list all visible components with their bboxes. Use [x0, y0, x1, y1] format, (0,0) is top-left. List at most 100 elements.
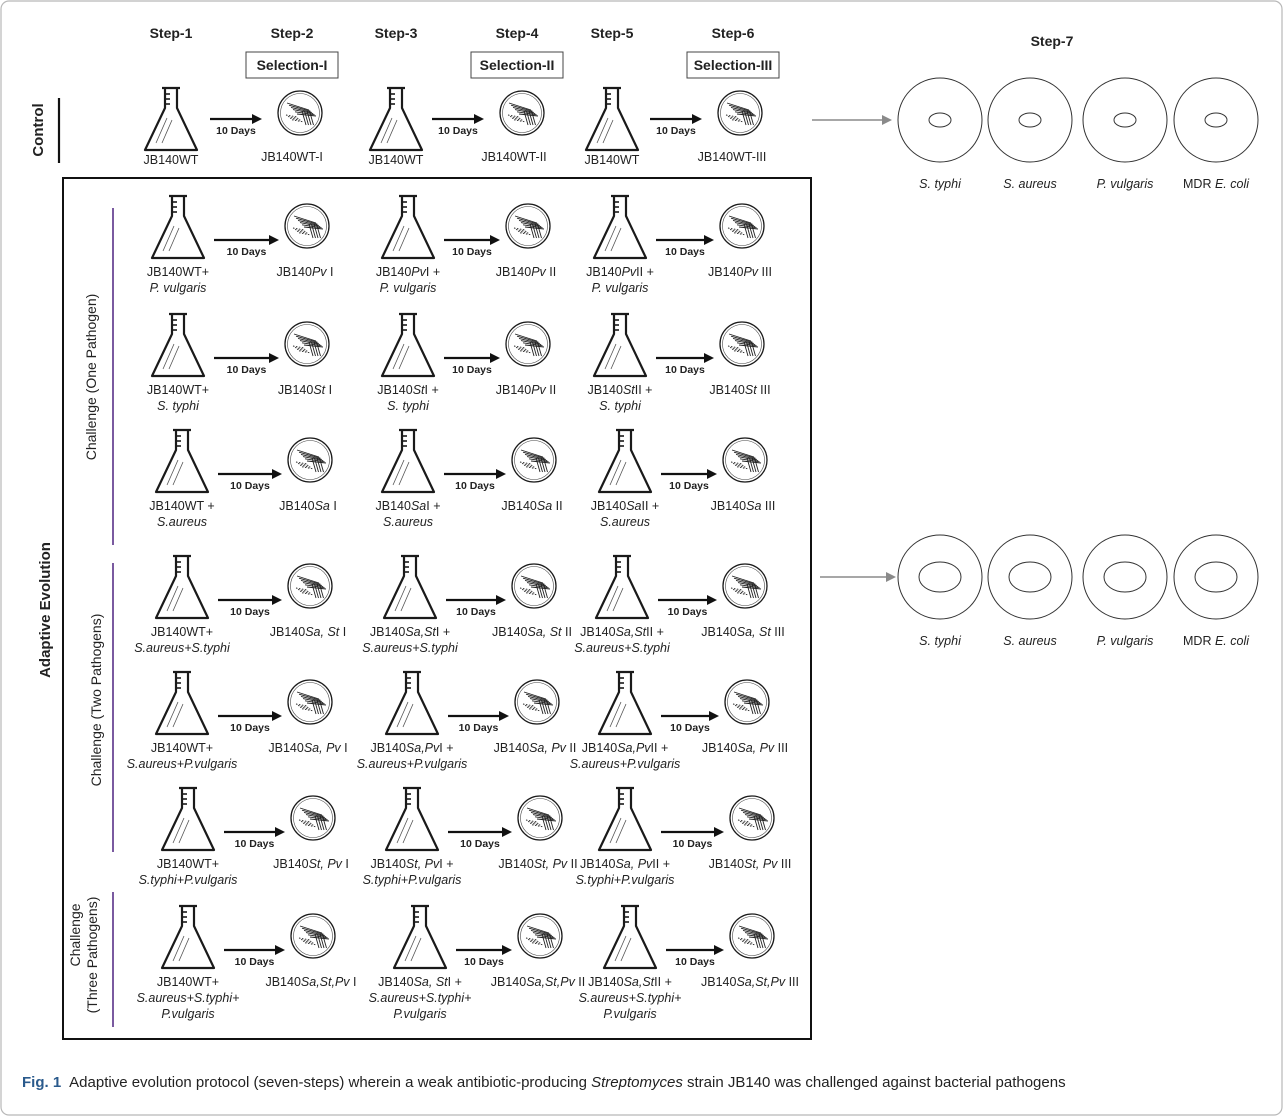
ten-days-arrow: 10 Days: [224, 827, 285, 850]
flask-label: S.aureus+P.vulgaris: [357, 757, 468, 771]
arrow-duration-label: 10 Days: [668, 606, 708, 618]
arrow-duration-label: 10 Days: [675, 956, 715, 968]
flask-icon: [368, 86, 424, 152]
plate-label: JB140Sa, Pv I: [268, 741, 347, 755]
control-plate-label: JB140WT-III: [698, 150, 767, 164]
petri-plate-icon: [287, 679, 333, 725]
flask-label: S.aureus+S.typhi: [134, 641, 231, 655]
ten-days-arrow: 10 Days: [650, 114, 702, 137]
plate-label: JB140Sa, Pv II: [494, 741, 577, 755]
flask-icon: [160, 786, 216, 852]
pathogen-label: S. typhi: [919, 634, 962, 648]
plate-label: JB140Sa,St,Pv III: [701, 975, 799, 989]
inhibition-plate: [897, 534, 983, 620]
flask-label: S.aureus: [383, 515, 433, 529]
flask-icon: [150, 194, 206, 260]
pathogen-label: S. typhi: [919, 177, 962, 191]
ten-days-arrow: 10 Days: [444, 469, 506, 492]
flask-label: S.aureus+S.typhi+: [579, 991, 682, 1005]
flask-icon: [592, 312, 648, 378]
plate-label: JB140Pv I: [277, 265, 334, 279]
flask-label: JB140WT+: [157, 975, 219, 989]
pathogen-label: MDR E. coli: [1183, 177, 1250, 191]
ten-days-arrow: 10 Days: [446, 595, 506, 618]
arrow-duration-label: 10 Days: [227, 246, 267, 258]
ten-days-arrow: 10 Days: [456, 945, 512, 968]
petri-plate-icon: [277, 90, 323, 136]
flask-label: JB140WT+: [147, 383, 209, 397]
flask-label: JB140StII +: [588, 383, 653, 397]
inhibition-plate: [1082, 534, 1168, 620]
flask-label: JB140Sa, PvII +: [580, 857, 670, 871]
petri-plate-icon: [722, 563, 768, 609]
flask-icon: [154, 428, 210, 494]
flask-icon: [592, 194, 648, 260]
flask-icon: [154, 670, 210, 736]
plate-label: JB140Pv III: [708, 265, 772, 279]
petri-plate-icon: [287, 437, 333, 483]
ten-days-arrow: 10 Days: [218, 595, 282, 618]
petri-plate-icon: [729, 795, 775, 841]
ten-days-arrow: 10 Days: [210, 114, 262, 137]
arrow-duration-label: 10 Days: [235, 838, 275, 850]
flask-label: JB140WT+: [147, 265, 209, 279]
flask-icon: [594, 554, 650, 620]
arrow-duration-label: 10 Days: [230, 606, 270, 618]
step-header: Step-3: [375, 25, 418, 41]
arrow-duration-label: 10 Days: [235, 956, 275, 968]
challenge-three-label-2: (Three Pathogens): [84, 897, 100, 1014]
flask-label: S.typhi+P.vulgaris: [363, 873, 462, 887]
flask-icon: [597, 428, 653, 494]
petri-plate-icon: [514, 679, 560, 725]
control-flask-label: JB140WT: [144, 153, 199, 167]
selection-label: Selection-I: [257, 57, 328, 73]
flask-icon: [392, 904, 448, 970]
arrow-duration-label: 10 Days: [230, 722, 270, 734]
petri-plate-icon: [499, 90, 545, 136]
inhibition-plate: [1173, 534, 1259, 620]
flask-icon: [150, 312, 206, 378]
petri-plate-icon: [287, 563, 333, 609]
flask-icon: [584, 86, 640, 152]
control-flask-label: JB140WT: [369, 153, 424, 167]
flask-label: P.vulgaris: [603, 1007, 656, 1021]
petri-plate-icon: [517, 913, 563, 959]
ten-days-arrow: 10 Days: [432, 114, 484, 137]
plate-label: JB140St I: [278, 383, 332, 397]
plate-label: JB140Sa, Pv III: [702, 741, 788, 755]
arrow-duration-label: 10 Days: [230, 480, 270, 492]
petri-plate-icon: [511, 437, 557, 483]
flask-label: S.aureus+P.vulgaris: [127, 757, 238, 771]
flask-label: S.aureus: [600, 515, 650, 529]
ten-days-arrow: 10 Days: [218, 469, 282, 492]
pathogen-label: S. aureus: [1003, 634, 1057, 648]
ten-days-arrow: 10 Days: [448, 827, 512, 850]
flask-icon: [380, 312, 436, 378]
flask-label: JB140St, PvI +: [370, 857, 453, 871]
flask-label: JB140Sa,StI +: [370, 625, 450, 639]
caption-italic-genus: Streptomyces: [591, 1074, 683, 1091]
arrow-duration-label: 10 Days: [464, 956, 504, 968]
flask-label: P.vulgaris: [161, 1007, 214, 1021]
petri-plate-icon: [719, 203, 765, 249]
ten-days-arrow: 10 Days: [224, 945, 285, 968]
plate-label: JB140Pv II: [496, 383, 556, 397]
step-header: Step-2: [271, 25, 314, 41]
petri-plate-icon: [719, 321, 765, 367]
selection-box: Selection-II: [470, 51, 564, 79]
flask-label: S.typhi+P.vulgaris: [139, 873, 238, 887]
flask-label: JB140StI +: [377, 383, 439, 397]
inhibition-plate: [987, 77, 1073, 163]
petri-plate-icon: [717, 90, 763, 136]
flask-label: P. vulgaris: [150, 281, 207, 295]
flask-label: S.aureus: [157, 515, 207, 529]
ten-days-arrow: 10 Days: [448, 711, 509, 734]
step-header: Step-6: [712, 25, 755, 41]
control-plate-label: JB140WT-II: [481, 150, 546, 164]
flask-label: S.aureus+P.vulgaris: [570, 757, 681, 771]
flask-label: JB140WT +: [149, 499, 214, 513]
ten-days-arrow: 10 Days: [214, 353, 279, 376]
arrow-duration-label: 10 Days: [459, 722, 499, 734]
